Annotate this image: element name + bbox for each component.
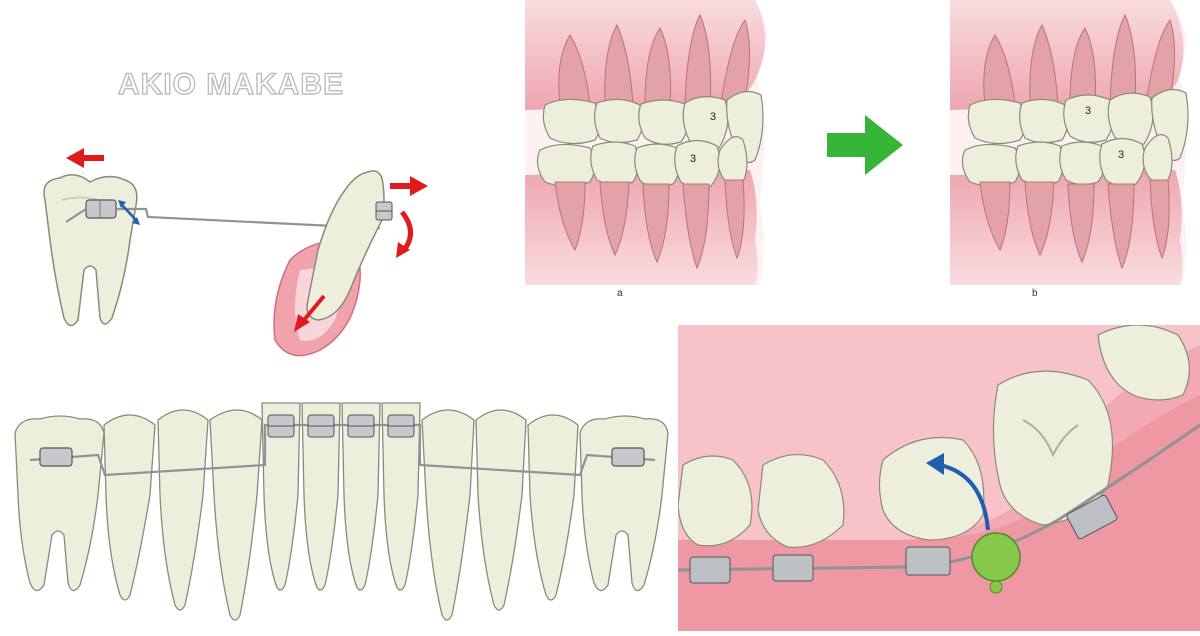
- elastic-ball: [971, 532, 1021, 582]
- red-curved-arrow-icon: [396, 210, 413, 258]
- occlusion-figure-a: 3 3 a: [525, 0, 768, 299]
- mechanics-diagram: [43, 148, 428, 357]
- mechanics-panel: AKIO MAKABE: [0, 0, 500, 370]
- tooth-number-lower-a: 3: [690, 153, 696, 165]
- green-arrow-icon: [827, 115, 903, 175]
- molar-tube: [39, 447, 73, 467]
- molar-tooth: [1097, 324, 1191, 401]
- closeup-panel: [677, 324, 1200, 631]
- lower-arch-diagram: [14, 402, 669, 621]
- tooth-number-lower-b: 3: [1118, 149, 1124, 161]
- closeup-diagram: [677, 324, 1200, 631]
- occlusion-panel: 3 3 a: [505, 0, 1200, 320]
- occlusion-figure-b: 3 3 b: [950, 0, 1189, 299]
- tooth: [757, 453, 845, 548]
- brackets: [689, 494, 1118, 584]
- molar-tube: [85, 199, 117, 219]
- figure-label-b: b: [1032, 288, 1038, 299]
- lower-teeth-row: [14, 402, 669, 621]
- occlusion-diagram: 3 3 a: [525, 0, 1189, 299]
- red-arrow-icon: [294, 294, 326, 332]
- tooth-number-upper-a: 3: [710, 111, 716, 123]
- red-arrow-icon: [390, 176, 428, 196]
- figure-label-a: a: [617, 288, 623, 299]
- red-arrow-icon: [66, 148, 104, 168]
- canine-tooth: [306, 170, 385, 321]
- watermark: AKIO MAKABE: [117, 67, 344, 101]
- canine-bracket: [375, 201, 393, 221]
- blue-curved-arrow-icon: [926, 453, 990, 531]
- molar-tube: [611, 447, 645, 467]
- rotated-tooth: [878, 437, 985, 541]
- tooth: [677, 455, 753, 547]
- tooth-number-upper-b: 3: [1085, 105, 1091, 117]
- archwire: [29, 423, 656, 477]
- lower-arch-panel: [0, 385, 675, 631]
- rotation-arrow-icon: [118, 200, 140, 225]
